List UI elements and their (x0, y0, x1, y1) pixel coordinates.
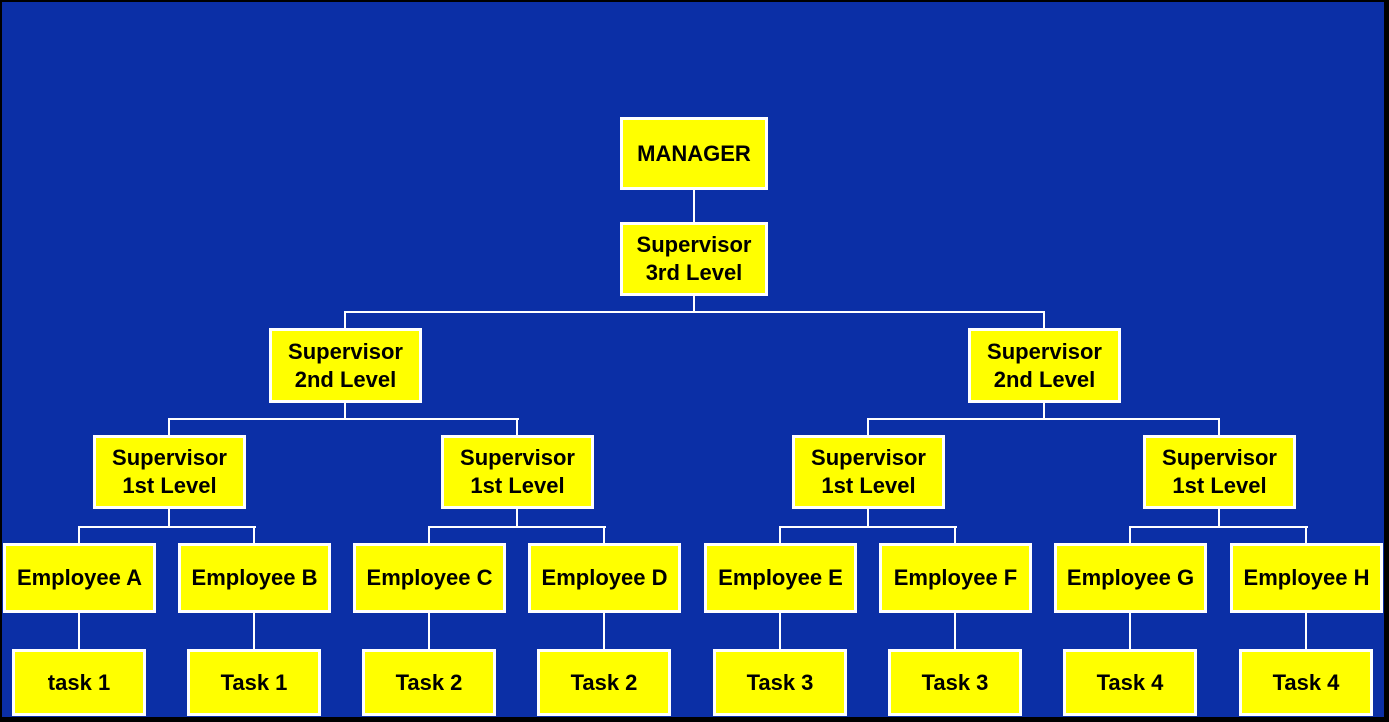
connector-line (344, 403, 346, 419)
node-manager: MANAGER (620, 117, 768, 190)
connector-line (603, 526, 605, 544)
node-task-6: Task 3 (888, 649, 1022, 716)
node-supervisor-1st-level-2: Supervisor 1st Level (441, 435, 594, 509)
connector-line (78, 526, 256, 528)
connector-line (954, 612, 956, 649)
connector-line (779, 526, 781, 544)
connector-line (168, 418, 519, 420)
connector-line (1129, 526, 1308, 528)
connector-line (1129, 526, 1131, 544)
connector-line (428, 612, 430, 649)
connector-line (779, 612, 781, 649)
node-employee-g: Employee G (1054, 543, 1207, 613)
connector-line (1305, 612, 1307, 649)
connector-line (253, 612, 255, 649)
connector-line (693, 190, 695, 222)
node-task-8: Task 4 (1239, 649, 1373, 716)
connector-line (867, 509, 869, 527)
node-employee-h: Employee H (1230, 543, 1383, 613)
connector-line (867, 418, 869, 436)
connector-line (428, 526, 606, 528)
node-employee-f: Employee F (879, 543, 1032, 613)
connector-line (1043, 403, 1045, 419)
connector-line (1305, 526, 1307, 544)
connector-line (779, 526, 957, 528)
node-supervisor-1st-level-4: Supervisor 1st Level (1143, 435, 1296, 509)
connector-line (867, 418, 1220, 420)
connector-line (516, 418, 518, 436)
node-supervisor-1st-level-1: Supervisor 1st Level (93, 435, 246, 509)
node-employee-a: Employee A (3, 543, 156, 613)
node-employee-e: Employee E (704, 543, 857, 613)
node-supervisor-2nd-level-right: Supervisor 2nd Level (968, 328, 1121, 403)
node-task-3: Task 2 (362, 649, 496, 716)
node-task-2: Task 1 (187, 649, 321, 716)
connector-line (78, 612, 80, 649)
node-supervisor-1st-level-3: Supervisor 1st Level (792, 435, 945, 509)
node-employee-c: Employee C (353, 543, 506, 613)
connector-line (516, 509, 518, 527)
node-supervisor-2nd-level-left: Supervisor 2nd Level (269, 328, 422, 403)
connector-line (344, 311, 1045, 313)
connector-line (344, 311, 346, 329)
connector-line (954, 526, 956, 544)
node-employee-b: Employee B (178, 543, 331, 613)
node-supervisor-3rd-level: Supervisor 3rd Level (620, 222, 768, 296)
connector-line (693, 296, 695, 312)
connector-line (253, 526, 255, 544)
connector-line (603, 612, 605, 649)
node-task-5: Task 3 (713, 649, 847, 716)
node-task-7: Task 4 (1063, 649, 1197, 716)
connector-line (1129, 612, 1131, 649)
connector-line (78, 526, 80, 544)
node-employee-d: Employee D (528, 543, 681, 613)
node-task-4: Task 2 (537, 649, 671, 716)
connector-line (1218, 418, 1220, 436)
connector-line (428, 526, 430, 544)
connector-line (1043, 311, 1045, 329)
connector-line (168, 509, 170, 527)
connector-line (168, 418, 170, 436)
node-task-1: task 1 (12, 649, 146, 716)
connector-line (1218, 509, 1220, 527)
